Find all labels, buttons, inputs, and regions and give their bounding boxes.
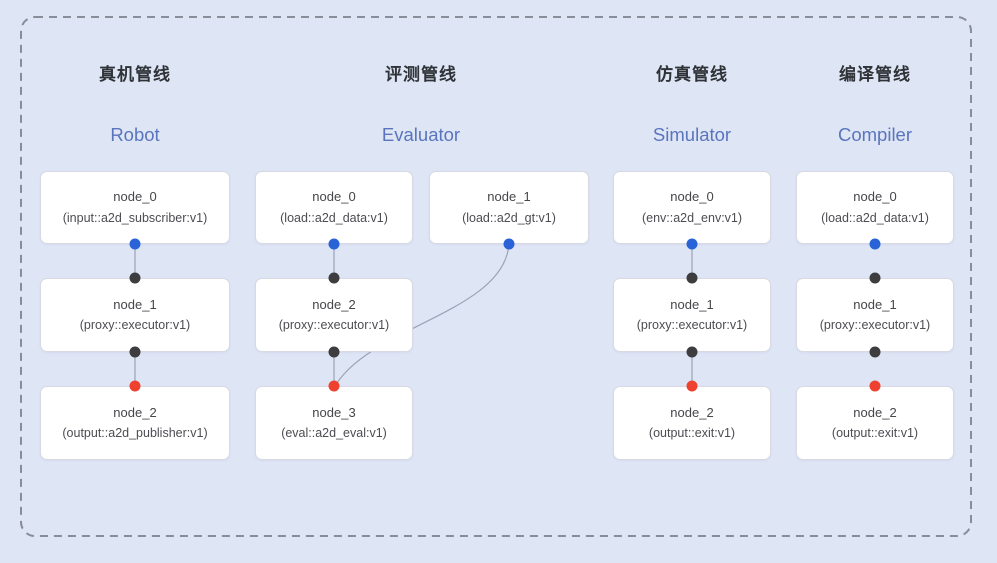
port-out-blue-simulator-node_0 (686, 238, 698, 250)
node-box-robot-node_2: node_2(output::a2d_publisher:v1) (40, 386, 230, 460)
pipeline-title-zh-evaluator: 评测管线 (385, 65, 457, 84)
node-box-robot-node_1: node_1(proxy::executor:v1) (40, 278, 230, 352)
node-type: (proxy::executor:v1) (819, 318, 931, 333)
node-box-compiler-node_2: node_2(output::exit:v1) (796, 386, 954, 460)
node-box-simulator-node_0: node_0(env::a2d_env:v1) (613, 171, 771, 244)
node-label: node_2 (113, 404, 157, 420)
node-label: node_2 (670, 404, 714, 420)
node-type: (proxy::executor:v1) (278, 318, 390, 333)
port-out-blue-robot-node_0 (129, 238, 141, 250)
node-box-evaluator-node_1: node_1(load::a2d_gt:v1) (429, 171, 589, 244)
node-type: (env::a2d_env:v1) (641, 210, 743, 225)
port-in-black-robot-node_1 (129, 272, 141, 284)
node-box-compiler-node_1: node_1(proxy::executor:v1) (796, 278, 954, 352)
node-label: node_1 (853, 296, 897, 312)
node-box-robot-node_0: node_0(input::a2d_subscriber:v1) (40, 171, 230, 244)
port-in-red-evaluator-node_3 (328, 380, 340, 392)
port-out-black-evaluator-node_2 (328, 346, 340, 358)
pipeline-title-en-robot: Robot (110, 124, 160, 145)
node-box-evaluator-node_0: node_0(load::a2d_data:v1) (255, 171, 413, 244)
node-type: (output::a2d_publisher:v1) (62, 426, 208, 441)
port-out-blue-evaluator-node_0 (328, 238, 340, 250)
node-label: node_1 (113, 296, 157, 312)
node-type: (proxy::executor:v1) (79, 318, 191, 333)
node-type: (load::a2d_gt:v1) (462, 210, 556, 225)
port-out-blue-evaluator-node_1 (503, 238, 515, 250)
node-type: (output::exit:v1) (831, 426, 919, 441)
node-label: node_3 (312, 404, 356, 420)
pipeline-title-en-evaluator: Evaluator (381, 124, 461, 145)
node-type: (load::a2d_data:v1) (280, 210, 388, 225)
node-box-simulator-node_2: node_2(output::exit:v1) (613, 386, 771, 460)
port-in-red-compiler-node_2 (869, 380, 881, 392)
node-label: node_1 (487, 189, 531, 205)
node-type: (load::a2d_data:v1) (821, 210, 929, 225)
port-out-black-compiler-node_1 (869, 346, 881, 358)
node-label: node_2 (312, 296, 356, 312)
pipeline-title-en-compiler: Compiler (837, 124, 913, 145)
node-label: node_0 (853, 189, 897, 205)
node-box-simulator-node_1: node_1(proxy::executor:v1) (613, 278, 771, 352)
port-in-black-simulator-node_1 (686, 272, 698, 284)
pipeline-title-zh-simulator: 仿真管线 (656, 65, 728, 84)
pipeline-title-zh-compiler: 编译管线 (839, 65, 911, 84)
node-type: (eval::a2d_eval:v1) (281, 426, 387, 441)
pipeline-title-zh-robot: 真机管线 (99, 65, 171, 84)
node-box-evaluator-node_3: node_3(eval::a2d_eval:v1) (255, 386, 413, 460)
node-type: (proxy::executor:v1) (636, 318, 748, 333)
port-out-blue-compiler-node_0 (869, 238, 881, 250)
node-label: node_2 (853, 404, 897, 420)
node-type: (output::exit:v1) (648, 426, 736, 441)
port-out-black-simulator-node_1 (686, 346, 698, 358)
node-label: node_0 (312, 189, 356, 205)
port-in-red-simulator-node_2 (686, 380, 698, 392)
node-box-compiler-node_0: node_0(load::a2d_data:v1) (796, 171, 954, 244)
node-label: node_0 (670, 189, 714, 205)
port-in-red-robot-node_2 (129, 380, 141, 392)
node-type: (input::a2d_subscriber:v1) (62, 210, 208, 225)
port-in-black-evaluator-node_2 (328, 272, 340, 284)
port-in-black-compiler-node_1 (869, 272, 881, 284)
node-label: node_0 (113, 189, 157, 205)
node-label: node_1 (670, 296, 714, 312)
node-box-evaluator-node_2: node_2(proxy::executor:v1) (255, 278, 413, 352)
pipeline-title-en-simulator: Simulator (652, 124, 732, 145)
port-out-black-robot-node_1 (129, 346, 141, 358)
